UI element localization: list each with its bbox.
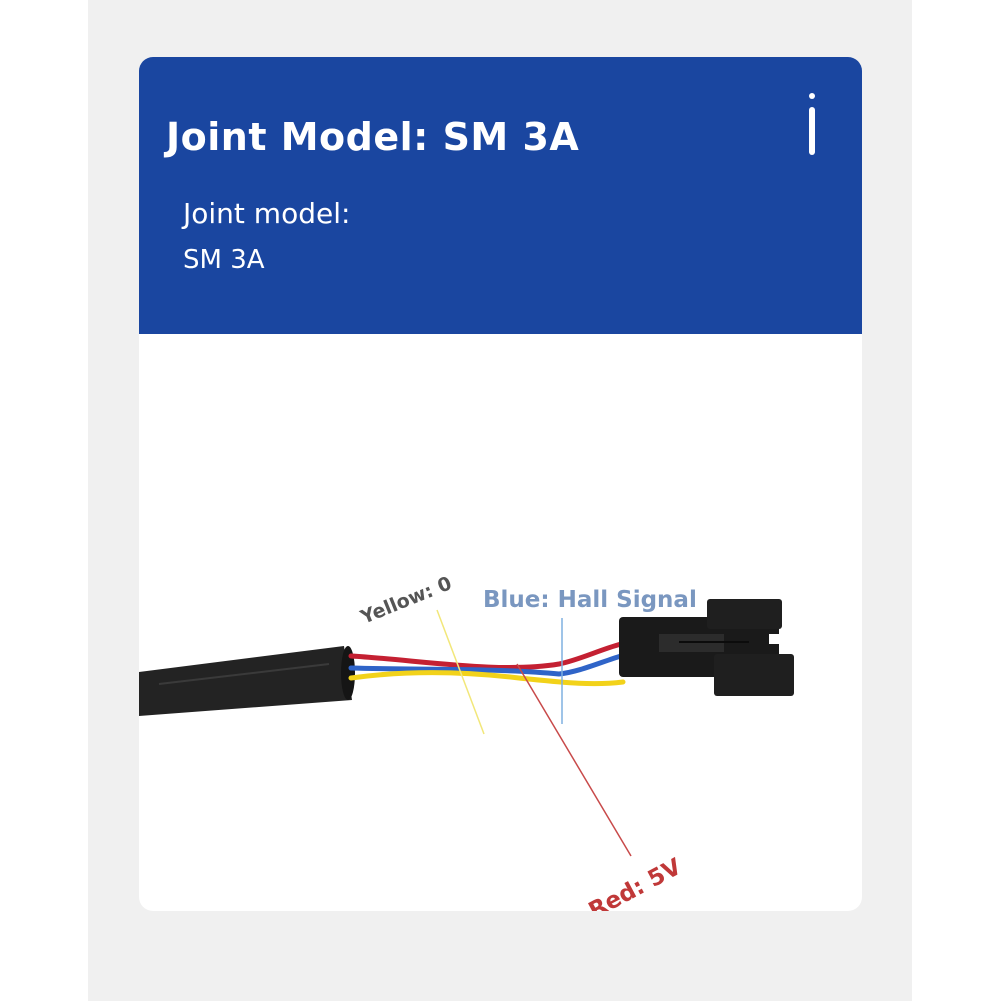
yellow-wire [348,670,626,687]
red-wire-label: Red: 5V [585,854,686,911]
product-card: Joint Model: SM 3A Joint model: SM 3A Ye… [139,57,862,911]
yellow-wire-label: Yellow: 0 [357,572,455,629]
card-header: Joint Model: SM 3A Joint model: SM 3A [139,57,862,334]
blue-wire [348,653,624,677]
cable-photo: Yellow: 0 Blue: Hall Signal Red: 5V [139,572,794,911]
red-wire [348,641,624,671]
cable-sheath [139,646,352,716]
info-icon [807,93,817,157]
spec-value: SM 3A [183,245,265,275]
blue-wire-label: Blue: Hall Signal [483,587,697,613]
page-title: Joint Model: SM 3A [166,115,580,159]
spec-label: Joint model: [183,197,351,230]
